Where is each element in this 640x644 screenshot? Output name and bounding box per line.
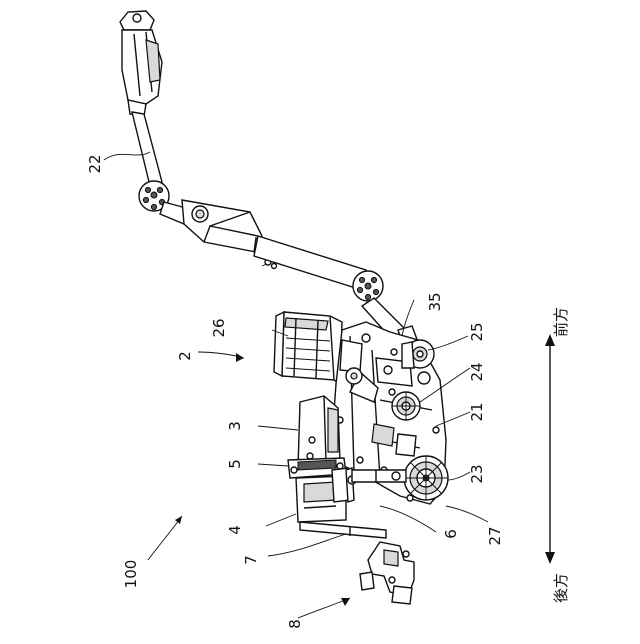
label-21: 21	[468, 402, 486, 421]
arrow-100	[148, 516, 182, 560]
unit-3	[298, 396, 340, 468]
label-4: 4	[226, 525, 244, 535]
part-26-box	[274, 312, 342, 384]
part-23-gear	[404, 456, 448, 500]
label-35: 35	[426, 292, 444, 311]
direction-labels: 前方 後方	[552, 307, 570, 603]
arrow-8	[298, 598, 350, 618]
bracket-7	[300, 522, 386, 538]
label-23: 23	[468, 464, 486, 483]
label-25: 25	[468, 322, 486, 341]
label-2: 2	[176, 351, 194, 361]
label-7: 7	[242, 555, 260, 565]
part-24-wheel	[392, 392, 420, 420]
label-27: 27	[486, 526, 504, 545]
gripper	[120, 11, 162, 116]
label-3: 3	[226, 421, 244, 431]
arm-joint-lower	[353, 271, 383, 301]
label-8: 8	[286, 619, 304, 629]
label-22: 22	[86, 154, 104, 173]
unit-8	[360, 542, 414, 604]
label-5: 5	[226, 459, 244, 469]
label-front: 前方	[552, 307, 570, 337]
label-100: 100	[122, 560, 140, 589]
direction-arrow	[545, 334, 555, 564]
robot-arm	[120, 11, 418, 348]
label-24: 24	[468, 362, 486, 381]
label-rear: 後方	[552, 573, 570, 603]
label-6: 6	[442, 529, 460, 539]
arrow-2	[198, 352, 244, 362]
label-26: 26	[210, 318, 228, 337]
part-27-rod	[352, 470, 406, 482]
